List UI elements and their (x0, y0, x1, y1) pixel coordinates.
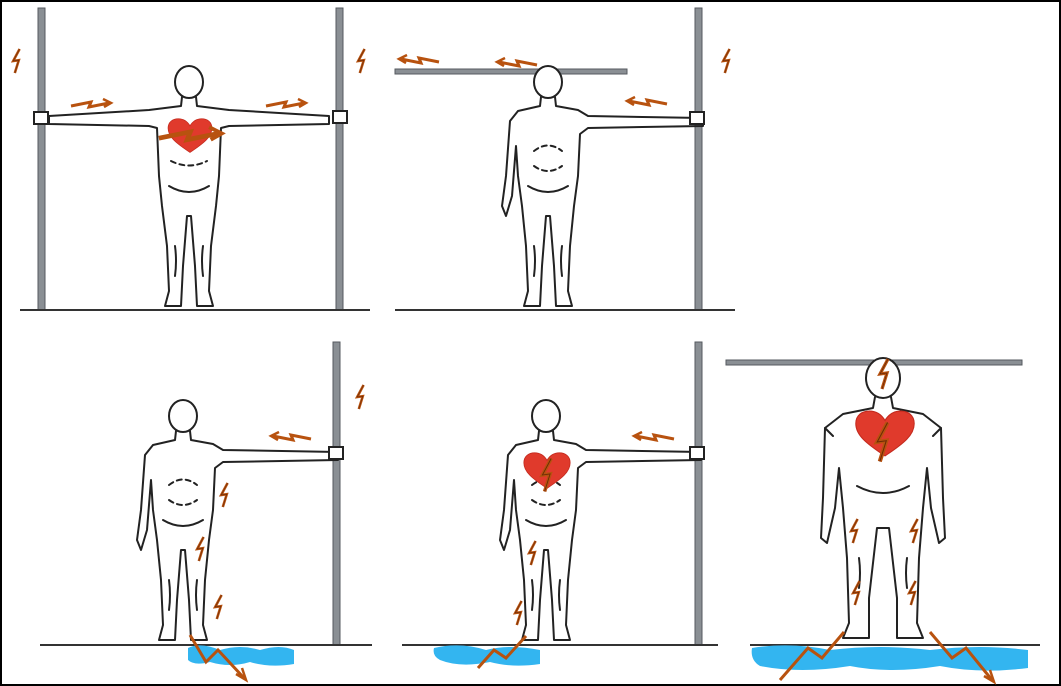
spark (221, 483, 227, 507)
pole-right (336, 8, 343, 310)
hand-contact-right (329, 447, 343, 459)
spark (215, 595, 221, 619)
current-arrow (271, 432, 311, 440)
pole-right (695, 8, 702, 310)
panel-5 (726, 358, 1040, 682)
hand-contact-right (690, 112, 704, 124)
panel-3 (40, 342, 372, 680)
pole-left (38, 8, 45, 310)
spark (909, 581, 915, 605)
hand-contact-left (34, 112, 48, 124)
human-figure (821, 358, 945, 638)
current-arrow (497, 58, 537, 66)
overhead-bar (395, 69, 627, 74)
spark (723, 49, 729, 73)
human-figure (500, 400, 701, 640)
panel-1 (13, 8, 370, 310)
panel-4 (402, 342, 718, 668)
current-arrow (634, 432, 674, 440)
spark (851, 519, 857, 543)
hand-contact-right (690, 447, 704, 459)
spark (357, 385, 363, 409)
spark (13, 49, 19, 73)
pole-right (695, 342, 702, 645)
panel-2 (395, 8, 735, 310)
current-arrow (627, 97, 667, 105)
water-puddle (434, 645, 540, 665)
spark (358, 49, 364, 73)
hand-contact-right (333, 111, 347, 123)
spark (853, 581, 859, 605)
spark (515, 601, 521, 625)
spark (197, 537, 203, 561)
current-arrow (399, 55, 439, 63)
spark (911, 519, 917, 543)
pole-right (333, 342, 340, 645)
current-arrow (266, 99, 306, 107)
human-figure (502, 66, 703, 306)
spark (529, 541, 535, 565)
human-figure (137, 400, 338, 640)
current-arrow (71, 99, 111, 107)
